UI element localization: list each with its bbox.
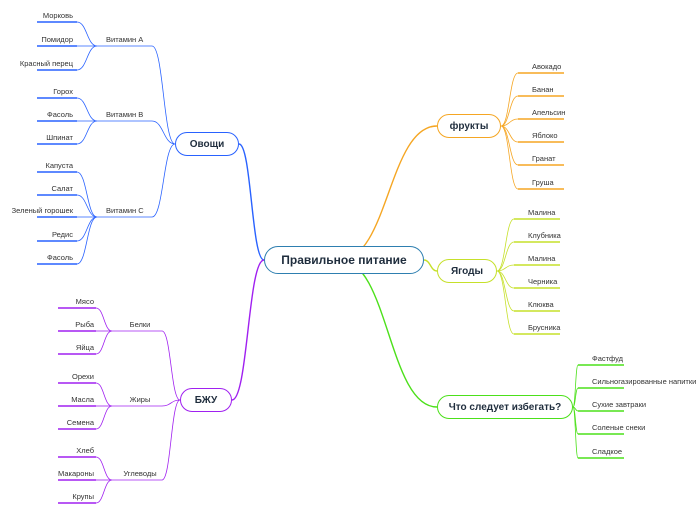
leaf-vitC[interactable]: Салат — [51, 184, 74, 193]
connector-berries-leaf — [496, 270, 515, 335]
leaf-fruits[interactable]: Авокадо — [532, 62, 562, 71]
connector-vitC-leaf — [76, 171, 98, 218]
topic-fruits[interactable]: фрукты — [437, 114, 501, 138]
leaf-avoid[interactable]: Сладкое — [592, 447, 623, 456]
central-topic[interactable]: Правильное питание — [264, 246, 424, 274]
connector-fruits-leaf — [500, 118, 519, 127]
leaf-vitA[interactable]: Красный перец — [19, 59, 73, 68]
connector-avoid-leaf — [572, 387, 579, 408]
leaf-avoid[interactable]: Фастфуд — [592, 354, 624, 363]
connector-fats-leaf — [95, 405, 113, 430]
subtopic-vitC[interactable]: Витамин C — [106, 206, 144, 215]
leaf-carbs[interactable]: Крупы — [72, 492, 94, 501]
connector-proteins-leaf — [95, 307, 113, 332]
leaf-fats[interactable]: Орехи — [72, 372, 94, 381]
leaf-carbs[interactable]: Макароны — [58, 469, 94, 478]
connector-vitB — [151, 120, 176, 145]
leaf-fruits[interactable]: Банан — [532, 85, 554, 94]
leaf-carbs[interactable]: Хлеб — [76, 446, 94, 455]
connector-avoid-leaf — [572, 406, 579, 459]
connector-fruits-leaf — [500, 95, 519, 127]
connector-avoid — [339, 259, 438, 408]
leaf-vitC[interactable]: Редис — [52, 230, 73, 239]
leaf-vitC[interactable]: Капуста — [45, 161, 73, 170]
connector-proteins-leaf — [95, 330, 113, 355]
leaf-fruits[interactable]: Яблоко — [532, 131, 558, 140]
connector-vitC-leaf — [76, 216, 98, 242]
connector-carbs-leaf — [95, 456, 113, 481]
leaf-fats[interactable]: Масла — [71, 395, 94, 404]
leaf-proteins[interactable]: Рыба — [75, 320, 94, 329]
connector-vitC-leaf — [76, 194, 98, 218]
leaf-berries[interactable]: Черника — [528, 277, 558, 286]
connector-berries-leaf — [496, 241, 515, 272]
leaf-berries[interactable]: Брусника — [528, 323, 561, 332]
connector-fruits-leaf — [500, 125, 519, 190]
connector-vitA-leaf — [76, 21, 98, 47]
leaf-proteins[interactable]: Мясо — [75, 297, 94, 306]
subtopic-vitA[interactable]: Витамин A — [106, 35, 144, 44]
connector-berries-leaf — [496, 218, 515, 272]
subtopic-vitB[interactable]: Витамин B — [106, 110, 144, 119]
connector-fruits-leaf — [500, 72, 519, 127]
leaf-fruits[interactable]: Груша — [532, 178, 554, 187]
leaf-vitC[interactable]: Фасоль — [47, 253, 73, 262]
leaf-vitC[interactable]: Зеленый горошек — [11, 206, 73, 215]
connector-vitA-leaf — [76, 45, 98, 71]
leaf-vitB[interactable]: Фасоль — [47, 110, 73, 119]
leaf-vitB[interactable]: Шпинат — [46, 133, 73, 142]
leaf-proteins[interactable]: Яйца — [75, 343, 94, 352]
leaf-fats[interactable]: Семена — [66, 418, 94, 427]
leaf-berries[interactable]: Малина — [528, 254, 556, 263]
connector-vitA — [151, 45, 176, 145]
connector-vitB-leaf — [76, 97, 98, 122]
subtopic-proteins[interactable]: Белки — [129, 320, 151, 329]
leaf-vitA[interactable]: Помидор — [41, 35, 73, 44]
connector-bju — [231, 259, 265, 401]
connector-avoid-leaf — [572, 364, 579, 408]
leaf-avoid[interactable]: Сухие завтраки — [592, 400, 647, 409]
leaf-berries[interactable]: Малина — [528, 208, 556, 217]
subtopic-carbs[interactable]: Углеводы — [123, 469, 157, 478]
connector-vitC-leaf — [76, 216, 98, 265]
leaf-vitB[interactable]: Горох — [53, 87, 73, 96]
topic-bju[interactable]: БЖУ — [180, 388, 232, 412]
leaf-avoid[interactable]: Сильногазированные напитки — [592, 377, 696, 386]
connector-proteins — [161, 330, 181, 401]
connector-berries-leaf — [496, 264, 515, 272]
connector-fats — [161, 399, 181, 407]
connector-vitB-leaf — [76, 120, 98, 145]
connector-vegetables — [238, 143, 265, 261]
leaf-avoid[interactable]: Соленые снеки — [592, 423, 646, 432]
topic-berries[interactable]: Ягоды — [437, 259, 497, 283]
connector-berries — [423, 259, 438, 272]
connector-fats-leaf — [95, 382, 113, 407]
leaf-fruits[interactable]: Гранат — [532, 154, 556, 163]
subtopic-fats[interactable]: Жиры — [129, 395, 151, 404]
leaf-berries[interactable]: Клюква — [528, 300, 554, 309]
connector-carbs-leaf — [95, 479, 113, 504]
connector-carbs — [161, 399, 181, 481]
topic-vegetables[interactable]: Овощи — [175, 132, 239, 156]
leaf-berries[interactable]: Клубника — [528, 231, 561, 240]
leaf-fruits[interactable]: Апельсин — [532, 108, 566, 117]
connector-vitC — [151, 143, 176, 218]
topic-avoid[interactable]: Что следует избегать? — [437, 395, 573, 419]
leaf-vitA[interactable]: Морковь — [42, 11, 73, 20]
connector-fruits — [339, 125, 438, 261]
